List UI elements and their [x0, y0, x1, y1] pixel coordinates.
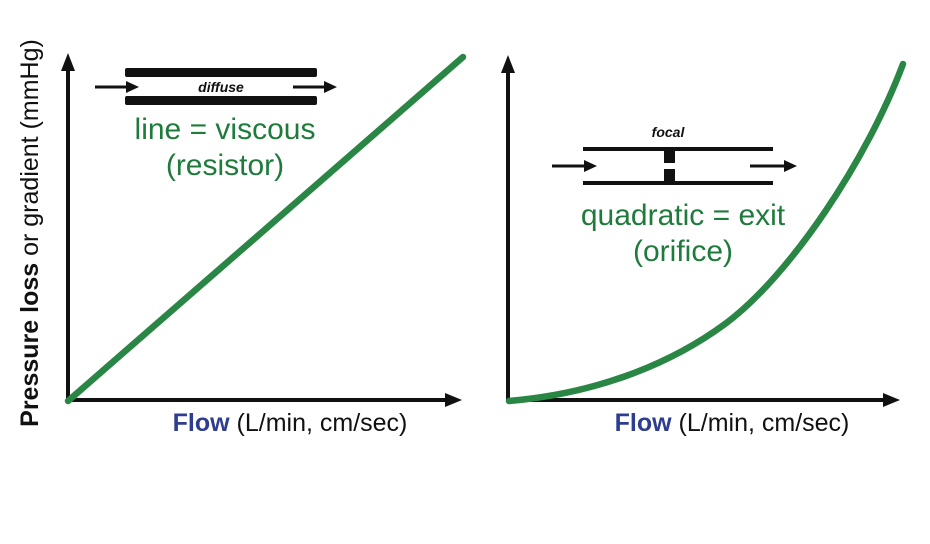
right-chart-axes	[501, 55, 900, 407]
flow-label-bold: Flow	[172, 409, 230, 437]
focal-pipe-label: focal	[651, 124, 685, 140]
linear-curve	[64, 53, 467, 405]
left-annotation-line1: line = viscous	[134, 113, 316, 146]
right-annotation: quadratic = exit (orifice)	[581, 198, 785, 270]
left-x-axis-label: Flow (L/min, cm/sec)	[173, 409, 408, 438]
right-x-axis-arrowhead-icon	[883, 393, 900, 407]
orifice-bottom-notch	[664, 169, 675, 183]
right-y-axis-arrowhead-icon	[501, 55, 515, 73]
y-axis-label-bold-part: Pressure loss	[16, 262, 44, 427]
right-annotation-line1: quadratic = exit	[580, 199, 786, 232]
left-chart-axes	[61, 53, 462, 407]
left-y-axis-arrowhead-icon	[61, 53, 75, 71]
quadratic-curve	[505, 60, 907, 405]
left-x-axis-arrowhead-icon	[445, 393, 462, 407]
right-annotation-line2: (orifice)	[632, 235, 734, 268]
right-x-axis-label: Flow (L/min, cm/sec)	[615, 409, 850, 438]
orifice-top-notch	[664, 149, 675, 163]
left-y-axis-label: Pressure loss or gradient (mmHg)	[16, 33, 50, 433]
flow-label-units: (L/min, cm/sec)	[671, 409, 850, 437]
pipe-bottom-wall	[125, 96, 317, 105]
diffuse-pipe-schematic-icon	[95, 68, 337, 105]
flow-label-bold: Flow	[614, 409, 672, 437]
y-axis-label-regular-part: or gradient (mmHg)	[16, 39, 44, 263]
left-annotation: line = viscous (resistor)	[135, 112, 316, 184]
left-annotation-line2: (resistor)	[165, 149, 285, 182]
focal-pipe-schematic-icon	[552, 147, 797, 185]
pipe-top-wall	[125, 68, 317, 77]
diffuse-pipe-label: diffuse	[198, 79, 244, 95]
flow-label-units: (L/min, cm/sec)	[229, 409, 408, 437]
